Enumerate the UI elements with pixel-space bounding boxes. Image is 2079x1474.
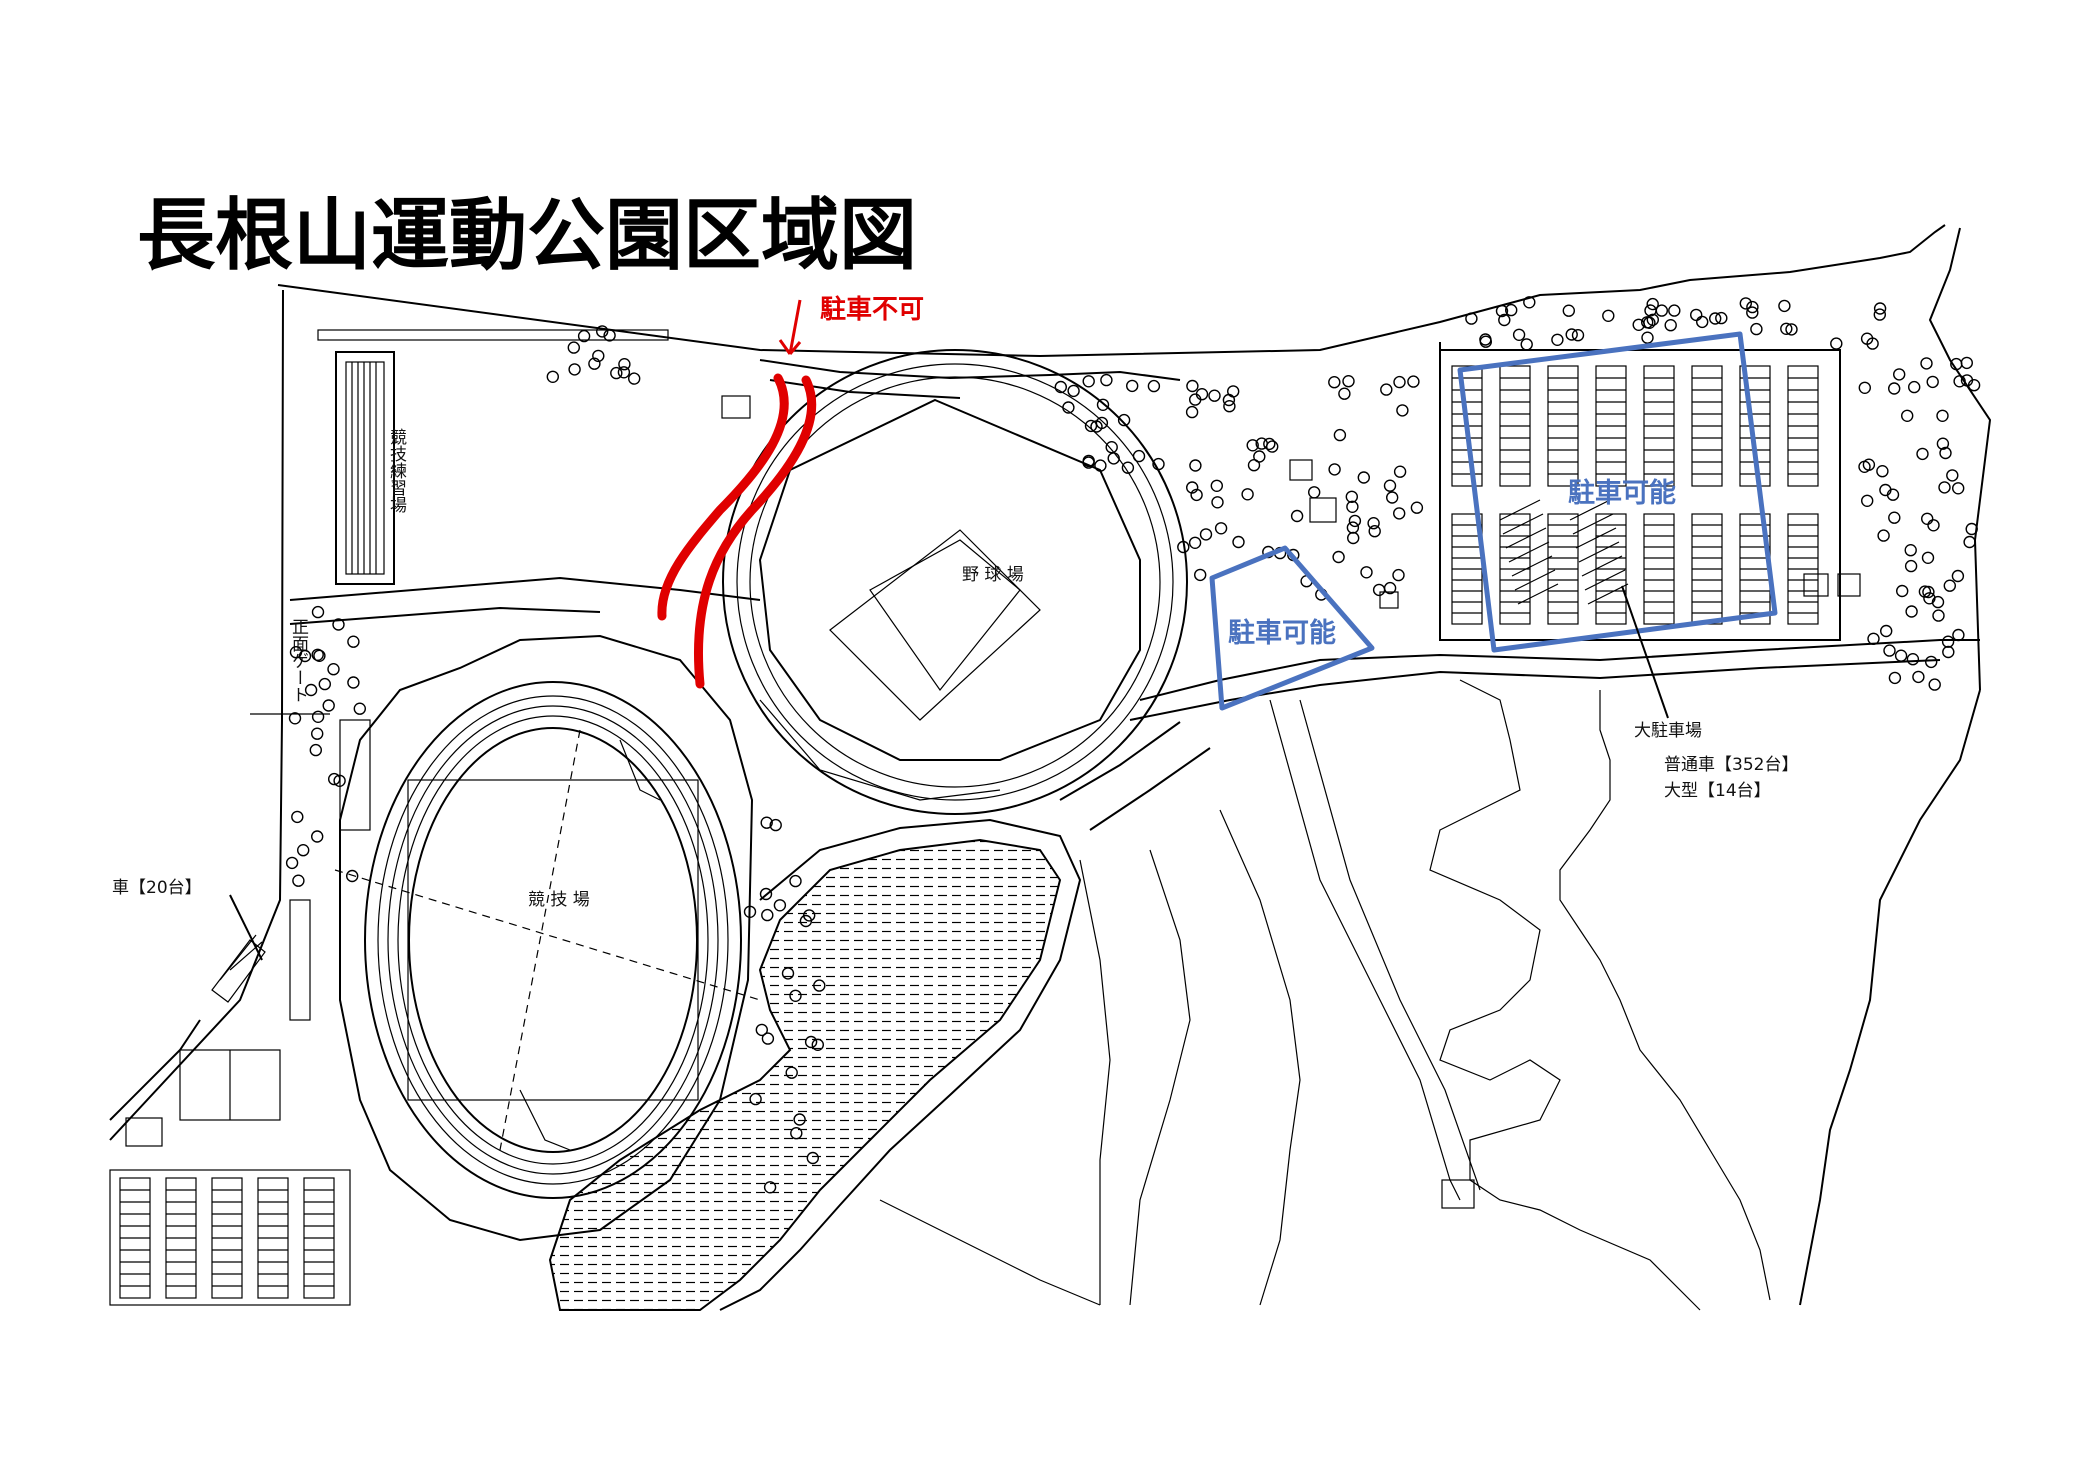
- parking-zone-small: [1209, 545, 1375, 711]
- no-parking-arrow: [778, 299, 802, 355]
- roads: [289, 359, 1980, 1209]
- practice-field-label: 競技練習場: [386, 428, 407, 514]
- pond: [548, 818, 1082, 1311]
- big-parking-lot: [1439, 349, 1841, 641]
- no-parking-road: [657, 373, 817, 689]
- parking-zone-large: [1457, 331, 1778, 653]
- parking-ok-label-large: 駐車可能: [1568, 477, 1676, 509]
- practice-track: [317, 329, 669, 585]
- tree-symbols: [285, 296, 1981, 1194]
- baseball-stadium: [722, 349, 1188, 815]
- buildings: [721, 395, 1861, 609]
- parking-ok-label-small: 駐車可能: [1228, 617, 1336, 649]
- terrain-contours: [879, 679, 1771, 1311]
- big-lot-large: 大型【14台】: [1664, 781, 1771, 801]
- small-lot-label: 車【20台】: [112, 878, 202, 898]
- small-parking-lot: [211, 719, 371, 1021]
- big-lot-title: 大駐車場: [1634, 721, 1702, 741]
- no-parking-label: 駐車不可: [820, 295, 924, 325]
- baseball-label: 野 球 場: [962, 565, 1024, 585]
- big-lot-regular: 普通車【352台】: [1664, 755, 1798, 775]
- gate-label: 正面ゲート: [288, 618, 309, 703]
- stadium-label: 競 技 場: [528, 890, 590, 910]
- lower-left-parking: [109, 1019, 351, 1306]
- map-title: 長根山運動公園区域図: [137, 191, 917, 281]
- small-lot-pointer: [229, 894, 263, 961]
- big-lot-pointer: [1621, 585, 1669, 719]
